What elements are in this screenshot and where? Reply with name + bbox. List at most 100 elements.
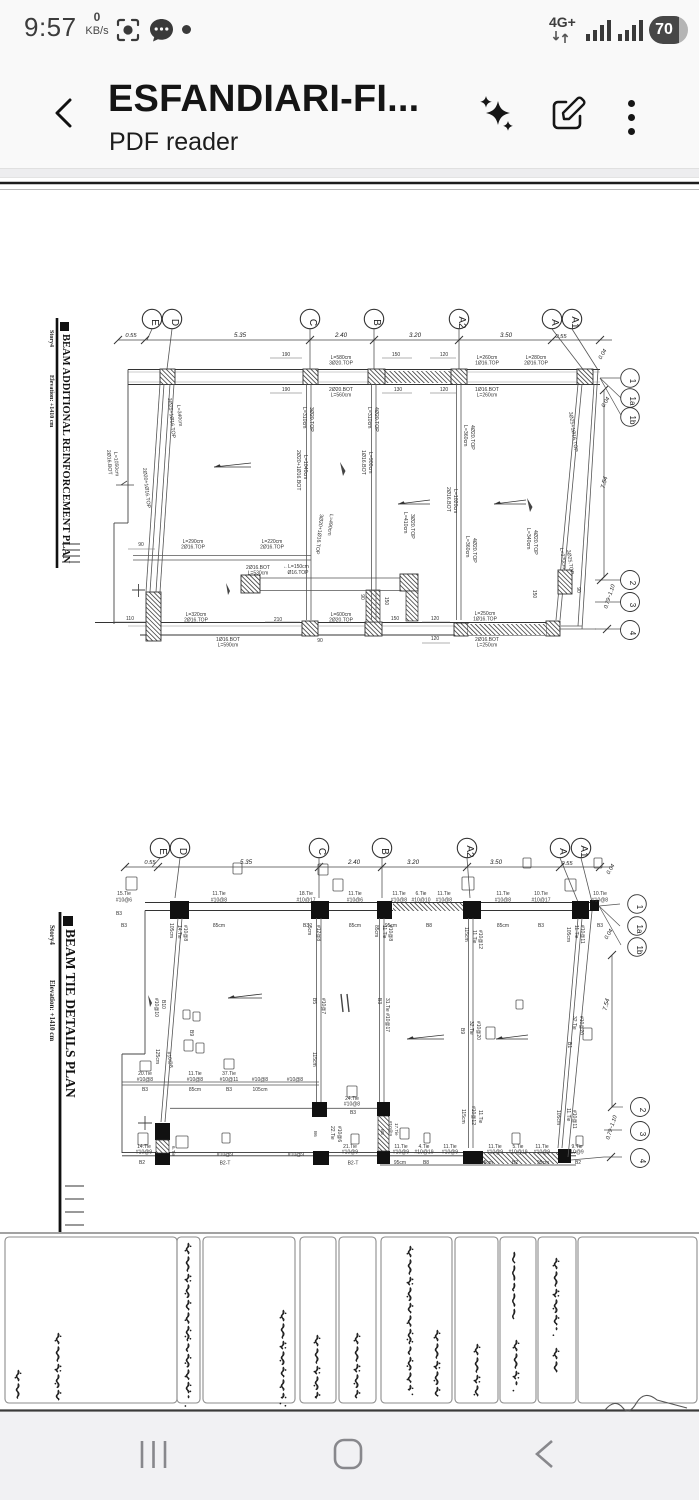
svg-text:B5: B5 — [311, 998, 317, 1004]
svg-text:1b: 1b — [628, 416, 637, 425]
svg-text:#10@8: #10@8 — [592, 898, 608, 904]
svg-text:3Ø25+1Ø16.TOP: 3Ø25+1Ø16.TOP — [166, 398, 176, 439]
svg-text:4Ø20.TOP: 4Ø20.TOP — [469, 425, 475, 450]
svg-text:15.Tie: 15.Tie — [117, 891, 131, 897]
svg-text:11.Tie: 11.Tie — [573, 925, 579, 939]
svg-text:3.20: 3.20 — [407, 859, 420, 866]
svg-text:2.40: 2.40 — [334, 332, 348, 339]
svg-text:A2: A2 — [456, 316, 467, 329]
svg-text:7.54: 7.54 — [600, 475, 610, 489]
svg-text:17.Tie: 17.Tie — [394, 1123, 399, 1136]
svg-text:11.Tie: 11.Tie — [437, 891, 451, 897]
svg-text:150: 150 — [392, 352, 401, 358]
svg-text:1Ø16.BOT: 1Ø16.BOT — [360, 450, 366, 476]
svg-text:90: 90 — [138, 542, 144, 548]
svg-text:L=360cm: L=360cm — [462, 425, 468, 447]
svg-text:2: 2 — [638, 1108, 647, 1113]
svg-text:31.Tie #10@17: 31.Tie #10@17 — [384, 998, 390, 1032]
svg-text:2Ø16.BOT: 2Ø16.BOT — [445, 487, 451, 513]
svg-text:3.50: 3.50 — [500, 332, 513, 339]
svg-text:#10@8: #10@8 — [182, 925, 188, 941]
svg-text:4: 4 — [638, 1159, 647, 1164]
svg-text:A1: A1 — [569, 316, 580, 329]
svg-text:L=590cm: L=590cm — [218, 643, 239, 649]
svg-text:1Ø16.BOT: 1Ø16.BOT — [216, 637, 240, 643]
svg-text:95cm: 95cm — [394, 1160, 406, 1166]
svg-text:B8: B8 — [426, 923, 432, 929]
svg-text:190: 190 — [282, 387, 291, 393]
svg-text:150: 150 — [391, 616, 400, 622]
svg-text:0.55: 0.55 — [561, 861, 573, 867]
svg-text:Story4: Story4 — [48, 330, 54, 347]
svg-text:3: 3 — [638, 1132, 647, 1137]
svg-text:B9: B9 — [188, 1030, 194, 1036]
svg-text:#10@17: #10@17 — [532, 898, 551, 904]
svg-text:#10@20: #10@20 — [475, 1021, 481, 1040]
svg-text:3Ø20.TOP: 3Ø20.TOP — [308, 407, 314, 432]
svg-text:95cm: 95cm — [385, 923, 397, 929]
svg-text:1Ø16.BOT: 1Ø16.BOT — [475, 387, 499, 393]
svg-text:22.Tie: 22.Tie — [329, 1126, 335, 1140]
svg-text:L=340cm: L=340cm — [175, 405, 183, 427]
svg-text:←L=150cm: ←L=150cm — [283, 564, 309, 570]
svg-text:L=340cm: L=340cm — [525, 528, 531, 550]
svg-text:150: 150 — [383, 597, 389, 606]
svg-text:11.Tie: 11.Tie — [381, 925, 387, 939]
svg-text:#10@20: #10@20 — [578, 1016, 584, 1035]
svg-text:#10@19: #10@19 — [415, 1150, 434, 1156]
svg-text:3Ø20.TOP: 3Ø20.TOP — [329, 361, 353, 367]
svg-text:L=250cm: L=250cm — [477, 643, 498, 649]
svg-text:#10@8: #10@8 — [165, 1051, 174, 1068]
svg-text:#10@6: #10@6 — [347, 898, 363, 904]
svg-text:11.Tie: 11.Tie — [565, 1108, 571, 1122]
svg-text:10.Tie: 10.Tie — [593, 891, 607, 897]
svg-text:L=1040cm: L=1040cm — [302, 455, 308, 479]
svg-text:14.Tie: 14.Tie — [176, 925, 182, 939]
svg-text:11.Tie: 11.Tie — [392, 891, 406, 897]
svg-text:B9: B9 — [459, 1028, 465, 1034]
svg-text:#10@9: #10@9 — [217, 1152, 233, 1158]
svg-text:120: 120 — [431, 616, 440, 622]
svg-text:11.Tie: 11.Tie — [394, 1144, 408, 1150]
svg-text:18.Tie: 18.Tie — [299, 891, 313, 897]
svg-text:#10@8: #10@8 — [391, 898, 407, 904]
svg-text:1Ø16.TOP: 1Ø16.TOP — [473, 617, 497, 623]
svg-text:L=370cm: L=370cm — [558, 547, 567, 569]
svg-text:0.04: 0.04 — [604, 928, 615, 940]
svg-text:B2: B2 — [139, 1160, 145, 1166]
svg-text:BEAM TIE DETAILS PLAN: BEAM TIE DETAILS PLAN — [63, 929, 78, 1098]
svg-text:11.Tie: 11.Tie — [348, 891, 362, 897]
svg-text:L=580cm: L=580cm — [331, 355, 352, 361]
svg-text:B2: B2 — [575, 1160, 581, 1166]
svg-text:B3: B3 — [121, 923, 127, 929]
svg-text:#10@8: #10@8 — [137, 1077, 153, 1083]
svg-text:B3: B3 — [376, 998, 382, 1004]
svg-text:0.04: 0.04 — [606, 863, 617, 875]
svg-text:130: 130 — [394, 387, 403, 393]
svg-text:#10@8: #10@8 — [287, 1077, 303, 1083]
svg-text:L=290cm: L=290cm — [183, 539, 204, 545]
svg-text:Elevation: +1410 cm: Elevation: +1410 cm — [48, 980, 56, 1041]
svg-text:11.Tie: 11.Tie — [471, 930, 477, 944]
svg-text:105cm: 105cm — [555, 1110, 561, 1125]
svg-text:2Ø16.TOP: 2Ø16.TOP — [181, 545, 205, 551]
svg-text:E: E — [157, 848, 168, 855]
svg-text:5.35: 5.35 — [240, 859, 253, 866]
svg-text:4Ø20.TOP: 4Ø20.TOP — [373, 407, 379, 432]
svg-text:L=1050cm: L=1050cm — [112, 452, 120, 477]
svg-text:B3: B3 — [303, 923, 309, 929]
svg-text:110: 110 — [126, 616, 134, 622]
svg-text:32.Tie: 32.Tie — [468, 1021, 474, 1035]
svg-text:11.Tie: 11.Tie — [488, 1144, 502, 1150]
svg-text:#10@9: #10@9 — [534, 1150, 550, 1156]
svg-text:85cm: 85cm — [373, 925, 379, 937]
svg-text:3Ø20.TOP: 3Ø20.TOP — [409, 514, 415, 539]
svg-text:#10@9: #10@9 — [442, 1150, 458, 1156]
svg-text:5.Tie: 5.Tie — [513, 1144, 524, 1150]
svg-text:C: C — [316, 848, 327, 855]
svg-text:190: 190 — [282, 352, 291, 358]
svg-text:#10@7: #10@7 — [320, 998, 326, 1014]
svg-text:3.50: 3.50 — [490, 859, 503, 866]
svg-text:B1: B1 — [566, 1042, 572, 1048]
svg-text:L=530cm: L=530cm — [248, 571, 269, 577]
